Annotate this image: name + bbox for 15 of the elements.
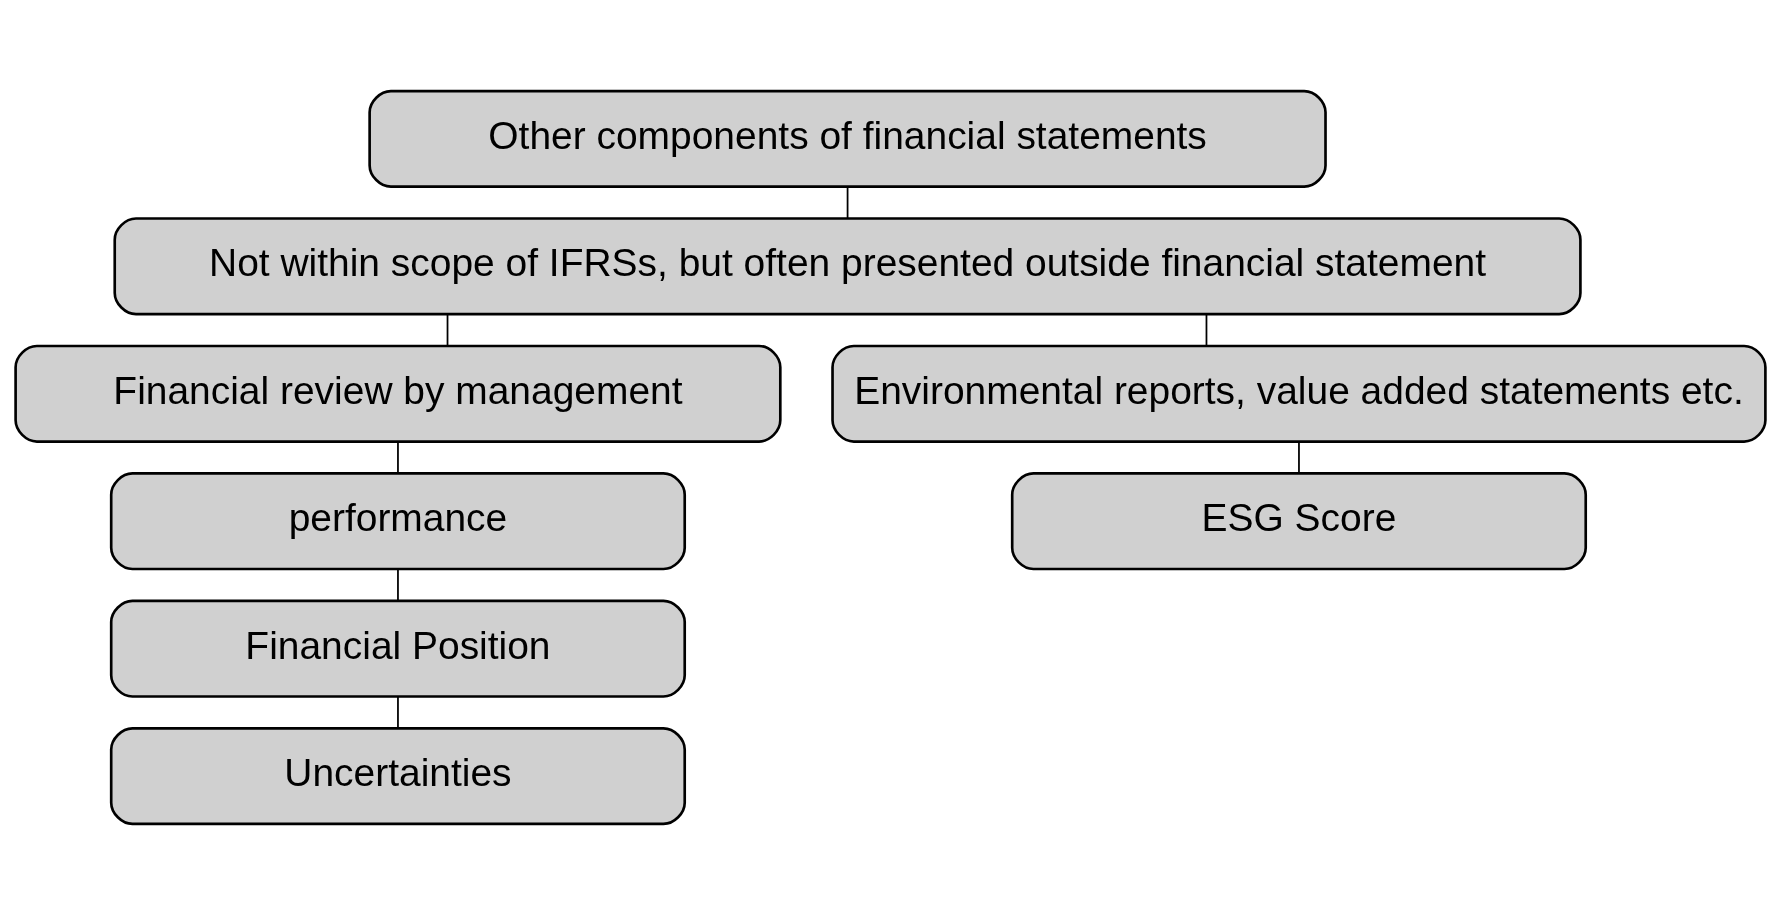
node-box: Environmental reports, value added statements etc.	[831, 344, 1767, 443]
node-box: Other components of financial statements	[368, 89, 1327, 188]
connector	[1205, 313, 1208, 347]
connector	[1298, 441, 1300, 474]
connector	[397, 568, 399, 602]
connector	[397, 695, 399, 729]
node-box: performance	[109, 472, 687, 571]
connector	[846, 186, 849, 219]
node-box: Uncertainties	[109, 727, 687, 826]
node-box: Not within scope of IFRSs, but often presented outside financial statement	[113, 217, 1582, 316]
connector	[446, 313, 449, 347]
node-box: Financial Position	[109, 599, 687, 698]
connector	[397, 441, 399, 474]
node-box: Financial review by management	[14, 344, 782, 443]
node-box: ESG Score	[1010, 472, 1588, 571]
